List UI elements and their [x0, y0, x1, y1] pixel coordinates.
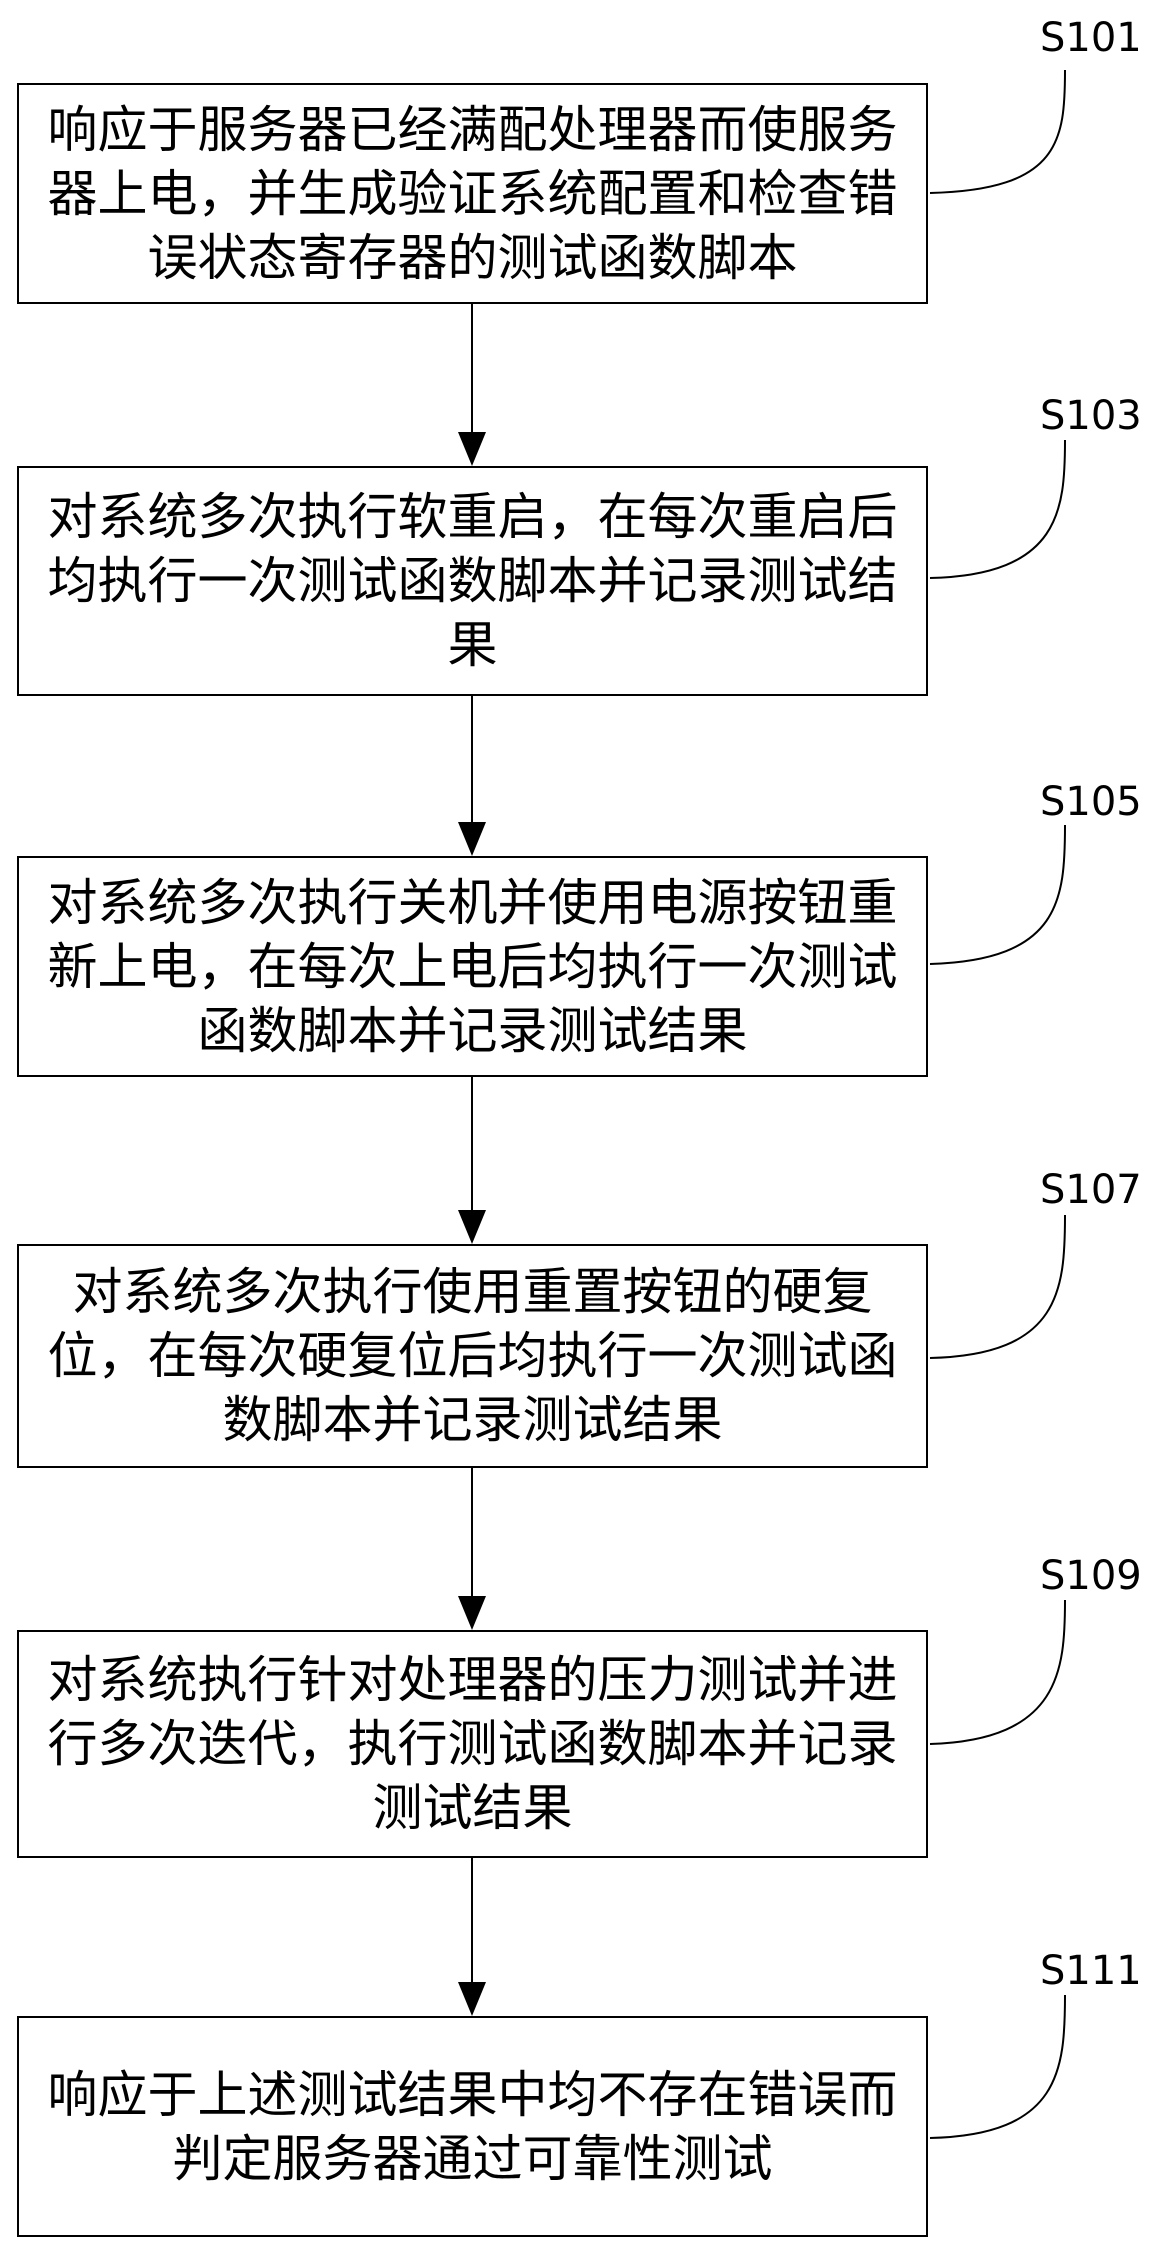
step-text-s103: 对系统多次执行软重启，在每次重启后均执行一次测试函数脚本并记录测试结果	[47, 488, 898, 674]
step-text-s107: 对系统多次执行使用重置按钮的硬复位，在每次硬复位后均执行一次测试函数脚本并记录测…	[47, 1263, 898, 1449]
leader-curve-s111	[929, 1994, 1066, 2139]
arrow-s103-s105	[458, 695, 486, 856]
step-label-s101: S101	[1040, 15, 1142, 61]
step-label-s103: S103	[1040, 393, 1142, 439]
step-text-s105: 对系统多次执行关机并使用电源按钮重新上电，在每次上电后均执行一次测试函数脚本并记…	[47, 873, 898, 1060]
step-text-s101: 响应于服务器已经满配处理器而使服务器上电，并生成验证系统配置和检查错误状态寄存器…	[47, 100, 898, 287]
leader-curve-s109	[929, 1599, 1066, 1745]
leader-curve-s103	[929, 439, 1066, 579]
step-label-s109: S109	[1040, 1553, 1142, 1599]
leader-curve-s101	[929, 69, 1066, 194]
step-text-s109: 对系统执行针对处理器的压力测试并进行多次迭代，执行测试函数脚本并记录测试结果	[47, 1651, 898, 1837]
step-box-s103: 对系统多次执行软重启，在每次重启后均执行一次测试函数脚本并记录测试结果	[17, 466, 928, 696]
arrow-s107-s109	[458, 1467, 486, 1630]
step-label-s111: S111	[1040, 1948, 1142, 1994]
step-label-s105: S105	[1040, 779, 1142, 825]
leader-curve-s107	[929, 1214, 1066, 1359]
step-text-s111: 响应于上述测试结果中均不存在错误而判定服务器通过可靠性测试	[47, 2065, 898, 2188]
step-box-s101: 响应于服务器已经满配处理器而使服务器上电，并生成验证系统配置和检查错误状态寄存器…	[17, 83, 928, 304]
step-label-s107: S107	[1040, 1167, 1142, 1213]
arrow-s101-s103	[458, 303, 486, 466]
step-box-s111: 响应于上述测试结果中均不存在错误而判定服务器通过可靠性测试	[17, 2016, 928, 2237]
leader-curve-s105	[929, 824, 1066, 965]
arrow-s105-s107	[458, 1076, 486, 1244]
step-box-s105: 对系统多次执行关机并使用电源按钮重新上电，在每次上电后均执行一次测试函数脚本并记…	[17, 856, 928, 1077]
step-box-s107: 对系统多次执行使用重置按钮的硬复位，在每次硬复位后均执行一次测试函数脚本并记录测…	[17, 1244, 928, 1468]
arrow-s109-s111	[458, 1857, 486, 2016]
step-box-s109: 对系统执行针对处理器的压力测试并进行多次迭代，执行测试函数脚本并记录测试结果	[17, 1630, 928, 1858]
